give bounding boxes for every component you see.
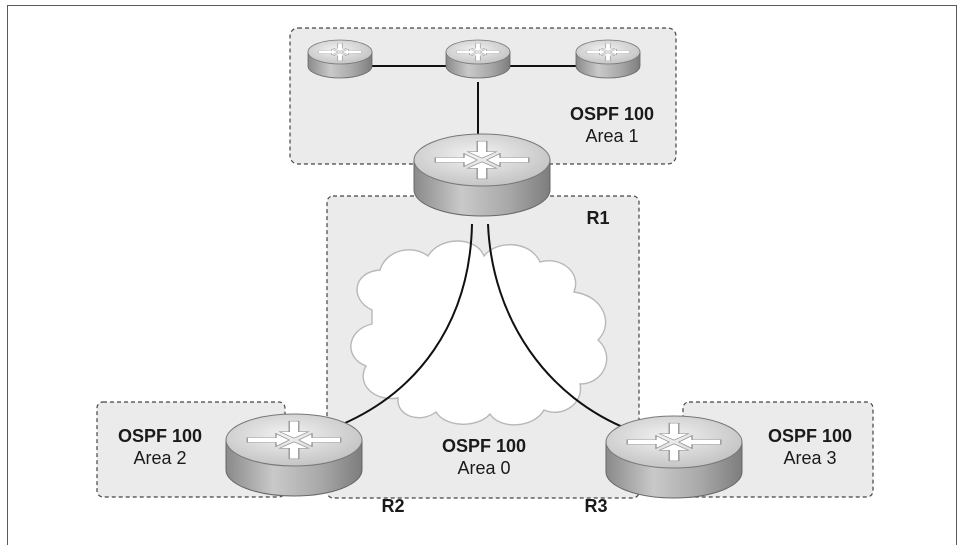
area0-title: OSPF 100 — [442, 436, 526, 456]
link-r1-r2 — [327, 223, 473, 431]
router-r2-label: R2 — [381, 496, 404, 516]
area2-subtitle: Area 2 — [133, 448, 186, 468]
area1-title: OSPF 100 — [570, 104, 654, 124]
router-r3[interactable] — [605, 415, 743, 499]
link-r1-r3 — [487, 223, 631, 431]
diagram-frame — [7, 5, 957, 545]
area3-subtitle: Area 3 — [783, 448, 836, 468]
router-r3-label: R3 — [584, 496, 607, 516]
router-r1-label: R1 — [586, 208, 609, 228]
router-small-middle[interactable] — [445, 39, 511, 79]
router-small-left[interactable] — [307, 39, 373, 79]
router-r1[interactable] — [413, 133, 551, 217]
network-cloud — [350, 240, 608, 426]
router-small-right[interactable] — [575, 39, 641, 79]
area2-title: OSPF 100 — [118, 426, 202, 446]
router-r2[interactable] — [225, 413, 363, 497]
area0-subtitle: Area 0 — [457, 458, 510, 478]
area1-subtitle: Area 1 — [585, 126, 638, 146]
area3-title: OSPF 100 — [768, 426, 852, 446]
